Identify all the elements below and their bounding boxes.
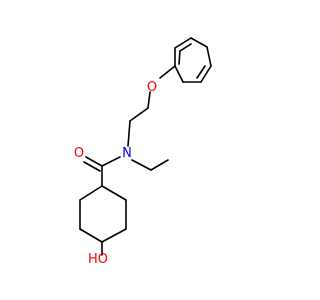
bond	[127, 120, 131, 147]
bond	[200, 65, 212, 83]
bond	[129, 107, 149, 122]
bond	[101, 185, 127, 201]
bond	[150, 159, 169, 171]
hydroxyl-label: HO	[88, 252, 108, 267]
bond	[178, 50, 181, 65]
bond	[79, 228, 103, 243]
nitrogen-label: N	[122, 146, 132, 161]
molecule-canvas: O N O HO	[74, 37, 212, 267]
ether-oxygen-label: O	[147, 80, 157, 95]
benzene-ring	[174, 37, 212, 83]
bond	[196, 65, 206, 79]
bond	[101, 156, 121, 167]
bond	[174, 65, 184, 83]
bond	[147, 91, 151, 109]
bond	[83, 161, 101, 172]
carbonyl-oxygen-label: O	[74, 146, 84, 161]
bond	[131, 159, 152, 171]
bond	[179, 43, 192, 52]
bond	[190, 37, 208, 48]
bond	[174, 37, 192, 49]
bond	[101, 228, 127, 243]
bond	[85, 156, 103, 167]
bond	[206, 46, 212, 67]
bond	[159, 65, 176, 79]
bond	[79, 185, 103, 201]
structure-diagram: O N O HO	[74, 37, 212, 267]
cyclohexane-ring	[79, 185, 127, 243]
